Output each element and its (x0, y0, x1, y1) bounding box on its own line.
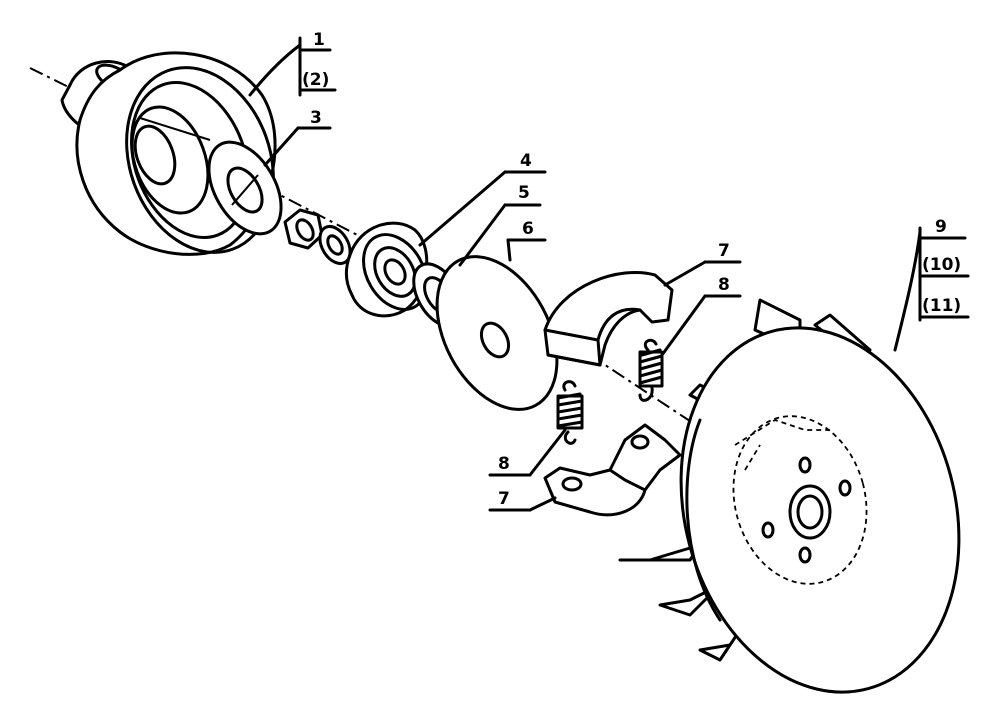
plate-6 (435, 255, 559, 411)
callout-9: 9 (935, 217, 947, 237)
spacer (318, 225, 352, 265)
bearing-4 (345, 221, 429, 318)
callout-1: 1 (313, 30, 325, 50)
spring-lower (556, 380, 584, 445)
callout-8-lower: 8 (498, 454, 510, 474)
callout-11: (11) (922, 296, 961, 316)
callout-labels: 1 (2) 3 4 5 6 7 8 8 7 9 (10) (11) (302, 30, 961, 509)
callout-8-upper: 8 (718, 275, 730, 295)
leader-lines (248, 36, 970, 512)
callout-10: (10) (922, 255, 961, 275)
spring-upper (638, 338, 664, 402)
callout-5: 5 (518, 183, 530, 203)
callout-2: (2) (302, 70, 329, 90)
washer-3 (207, 140, 283, 236)
nut (283, 208, 324, 250)
callout-6: 6 (522, 219, 534, 239)
callout-7-upper: 7 (718, 241, 730, 261)
clutch-shoe-lower (543, 423, 682, 517)
callout-7-lower: 7 (498, 489, 510, 509)
fan-flywheel (618, 298, 961, 694)
callout-3: 3 (310, 108, 322, 128)
clutch-shoe-upper (543, 270, 674, 367)
callout-4: 4 (520, 151, 532, 171)
